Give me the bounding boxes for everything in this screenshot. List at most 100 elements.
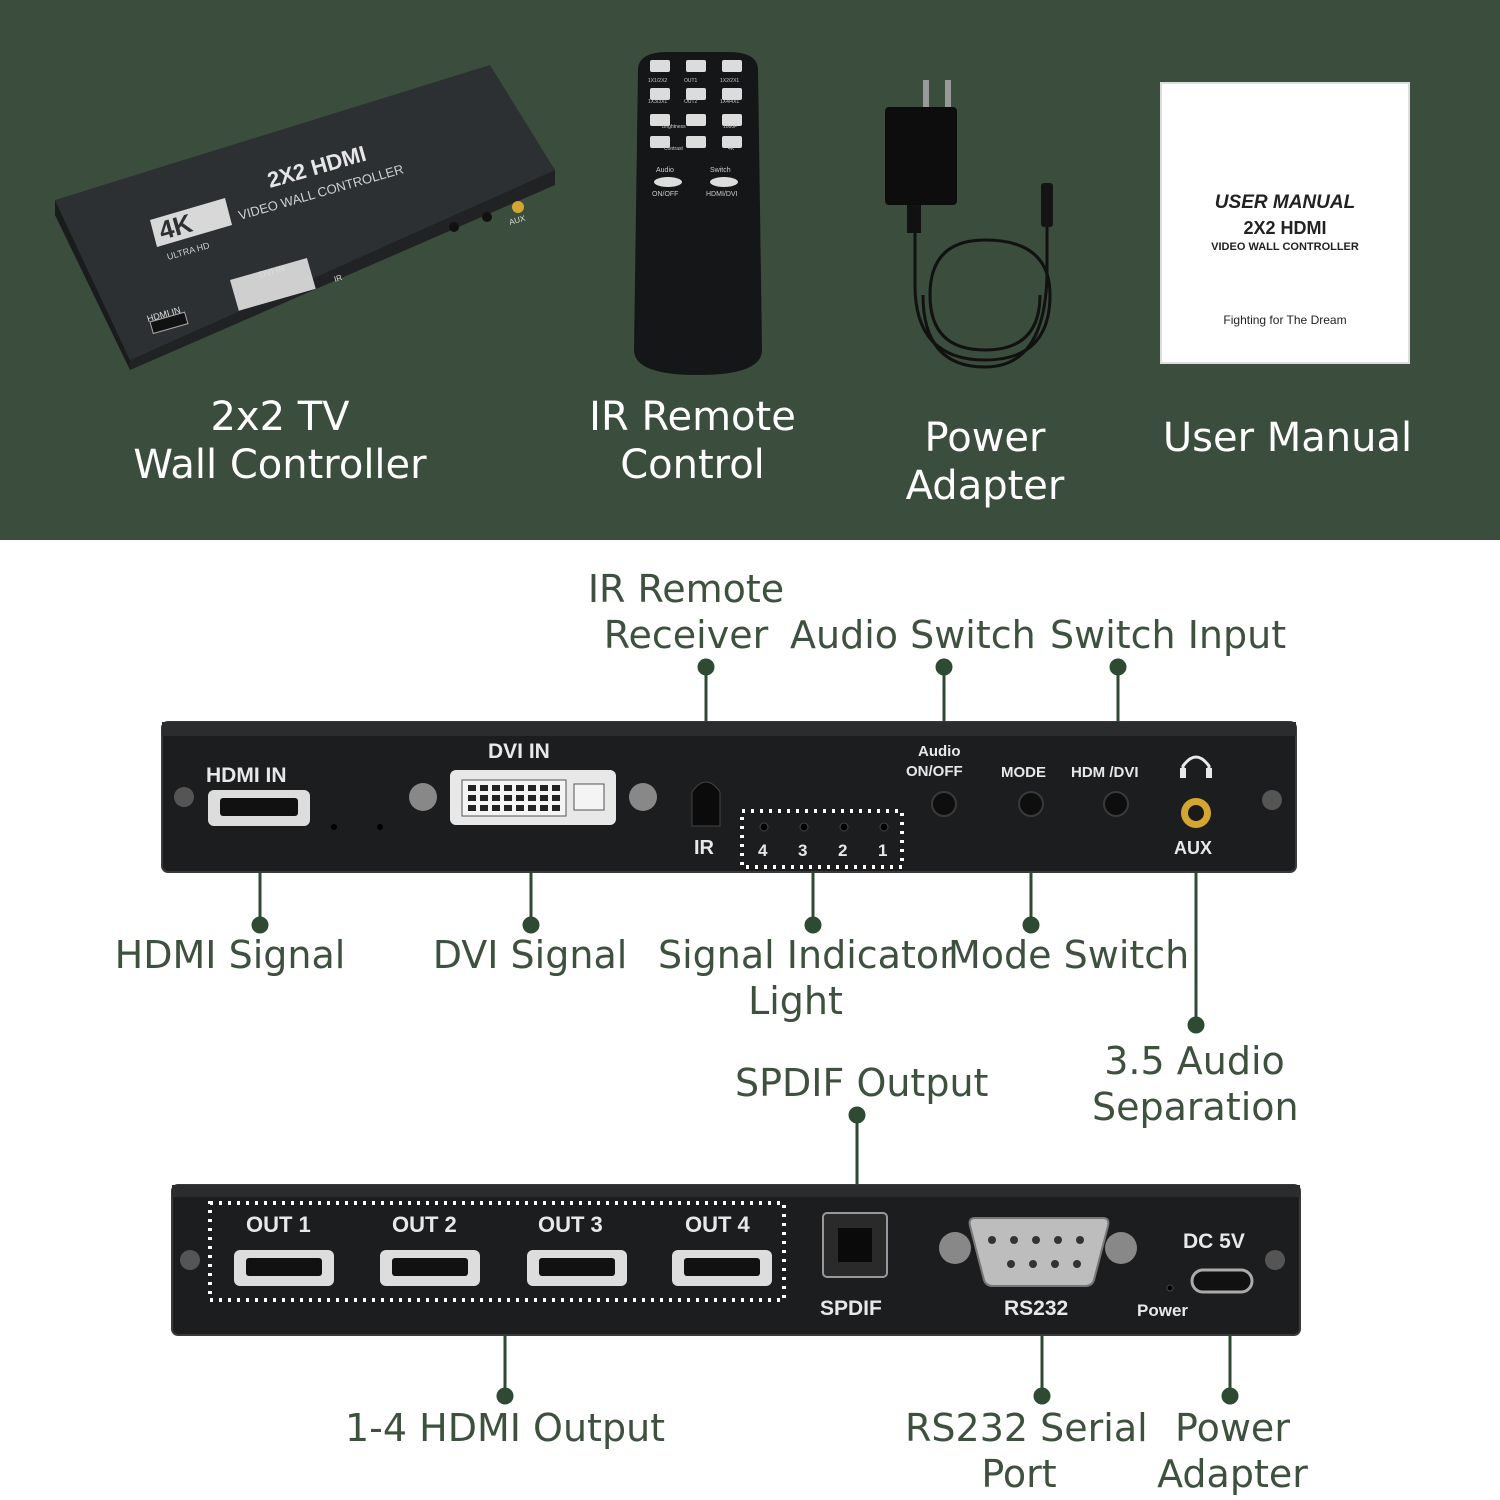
spdif-label: SPDIF — [820, 1297, 882, 1320]
rs232-pin — [1032, 1236, 1040, 1244]
remote-key[interactable] — [686, 114, 706, 126]
remote-key-label-0: 1X1/2X2 — [648, 78, 667, 84]
remote-key[interactable] — [686, 88, 706, 100]
rs232-label: RS232 — [1004, 1297, 1068, 1320]
out-3-port[interactable] — [527, 1250, 627, 1286]
dvi-pin — [480, 795, 488, 801]
remote-1080p: 1080P — [723, 124, 738, 130]
dvi-pin — [552, 805, 560, 811]
rs232-pin — [1007, 1260, 1015, 1268]
remote-audio-button[interactable] — [654, 177, 682, 187]
dvi-pin — [504, 795, 512, 801]
out-2-port[interactable] — [380, 1250, 480, 1286]
rs232-pin — [988, 1236, 996, 1244]
dvi-pin — [516, 795, 524, 801]
remote-key-label-3: 1X3/3X1 — [648, 99, 667, 105]
callout-audio-separation: 3.5 Audio Separation — [1092, 1039, 1299, 1129]
led-4-label: 4 — [758, 841, 768, 860]
rear-screw-left — [180, 1250, 200, 1270]
remote-key-label-5: 1X4/4X1 — [720, 99, 739, 105]
callout-switch-input: Switch Input — [1050, 613, 1287, 657]
ir-remote-image: 1X1/2X2 OUT1 1X2/2X1 1X3/3X1 OUT2 1X4/4X… — [634, 52, 762, 375]
remote-key[interactable] — [722, 88, 742, 100]
remote-key-label-4: OUT2 — [684, 99, 698, 105]
dvi-pin — [504, 805, 512, 811]
device-dvi-port — [229, 257, 316, 311]
remote-contrast: Contrast — [664, 146, 684, 152]
rs232-pin — [1073, 1260, 1081, 1268]
rs232-pin — [1076, 1236, 1084, 1244]
remote-key[interactable] — [650, 60, 670, 72]
video-wall-controller-image: 4K ULTRA HD 2X2 HDMI VIDEO WALL CONTROLL… — [55, 65, 555, 370]
front-audio-label-1: Audio — [918, 743, 961, 760]
dvi-pin — [540, 805, 548, 811]
device-aux-jack — [512, 201, 524, 213]
dvi-pin — [528, 785, 536, 791]
led-3 — [799, 822, 809, 832]
headphone-icon — [1181, 755, 1211, 778]
dc-label: DC 5V — [1183, 1230, 1245, 1253]
dvi-pin — [468, 805, 476, 811]
remote-audio: Audio — [656, 167, 674, 174]
front-mode-button[interactable] — [1018, 791, 1044, 817]
front-audio-label-2: ON/OFF — [906, 763, 963, 780]
led-4 — [759, 822, 769, 832]
manual-model: 2X2 HDMI — [1243, 218, 1327, 238]
front-screw-right — [1262, 790, 1282, 810]
remote-switch-sub: HDMI/DVI — [706, 191, 738, 198]
remote-key[interactable] — [686, 136, 706, 148]
front-screw-left — [174, 787, 194, 807]
front-ir-receiver — [691, 781, 721, 827]
remote-key[interactable] — [722, 60, 742, 72]
out-2-label: OUT 2 — [392, 1212, 457, 1237]
dvi-pin — [528, 795, 536, 801]
rear-screw-right — [1265, 1250, 1285, 1270]
remote-switch-button[interactable] — [710, 177, 738, 187]
front-audio-button[interactable] — [931, 791, 957, 817]
remote-switch: Switch — [710, 167, 731, 174]
out-4-port[interactable] — [672, 1250, 772, 1286]
dvi-pin — [480, 805, 488, 811]
dvi-pin — [480, 785, 488, 791]
led-1-label: 1 — [878, 841, 887, 860]
dvi-pin — [492, 805, 500, 811]
callout-dvi-signal: DVI Signal — [432, 933, 628, 977]
dvi-pin — [492, 795, 500, 801]
remote-key[interactable] — [650, 136, 670, 148]
rs232-port[interactable] — [968, 1217, 1110, 1287]
remote-4k: 4K — [728, 146, 735, 152]
device-ir: IR — [333, 273, 343, 284]
remote-key[interactable] — [722, 114, 742, 126]
front-mode-label: MODE — [1001, 764, 1046, 781]
manual-title: USER MANUAL — [1214, 192, 1356, 213]
front-switch-button[interactable] — [1103, 791, 1129, 817]
callout-rs232: RS232 Serial Port — [905, 1406, 1148, 1496]
out-1-port[interactable] — [234, 1250, 334, 1286]
power-adapter-image — [885, 80, 1053, 369]
dvi-pin — [516, 785, 524, 791]
remote-key[interactable] — [650, 88, 670, 100]
callout-mode-switch: Mode Switch — [948, 933, 1190, 977]
dc-port[interactable] — [1190, 1268, 1254, 1294]
package-label-remote: IR Remote Control — [589, 394, 796, 488]
dvi-pin — [504, 785, 512, 791]
package-label-manual: User Manual — [1162, 415, 1413, 461]
led-2 — [839, 822, 849, 832]
remote-brightness: Brightness — [662, 124, 686, 130]
callout-signal-light: Signal Indicator Light — [658, 933, 955, 1023]
callout-hdmi-signal: HDMI Signal — [114, 933, 346, 977]
front-hdmi-in-label: HDMI IN — [206, 764, 287, 787]
remote-audio-sub: ON/OFF — [652, 191, 678, 198]
rear-output-group — [208, 1201, 786, 1302]
rs232-pin — [1054, 1236, 1062, 1244]
power-label: Power — [1137, 1301, 1188, 1320]
callout-hdmi-output: 1-4 HDMI Output — [345, 1406, 666, 1450]
user-manual-image: USER MANUAL 2X2 HDMI VIDEO WALL CONTROLL… — [1160, 82, 1410, 364]
remote-key[interactable] — [686, 60, 706, 72]
power-led — [1166, 1284, 1174, 1292]
manual-footer: Fighting for The Dream — [1223, 313, 1347, 327]
remote-key[interactable] — [650, 114, 670, 126]
remote-key[interactable] — [722, 136, 742, 148]
dvi-pin — [516, 805, 524, 811]
rs232-pin — [1029, 1260, 1037, 1268]
